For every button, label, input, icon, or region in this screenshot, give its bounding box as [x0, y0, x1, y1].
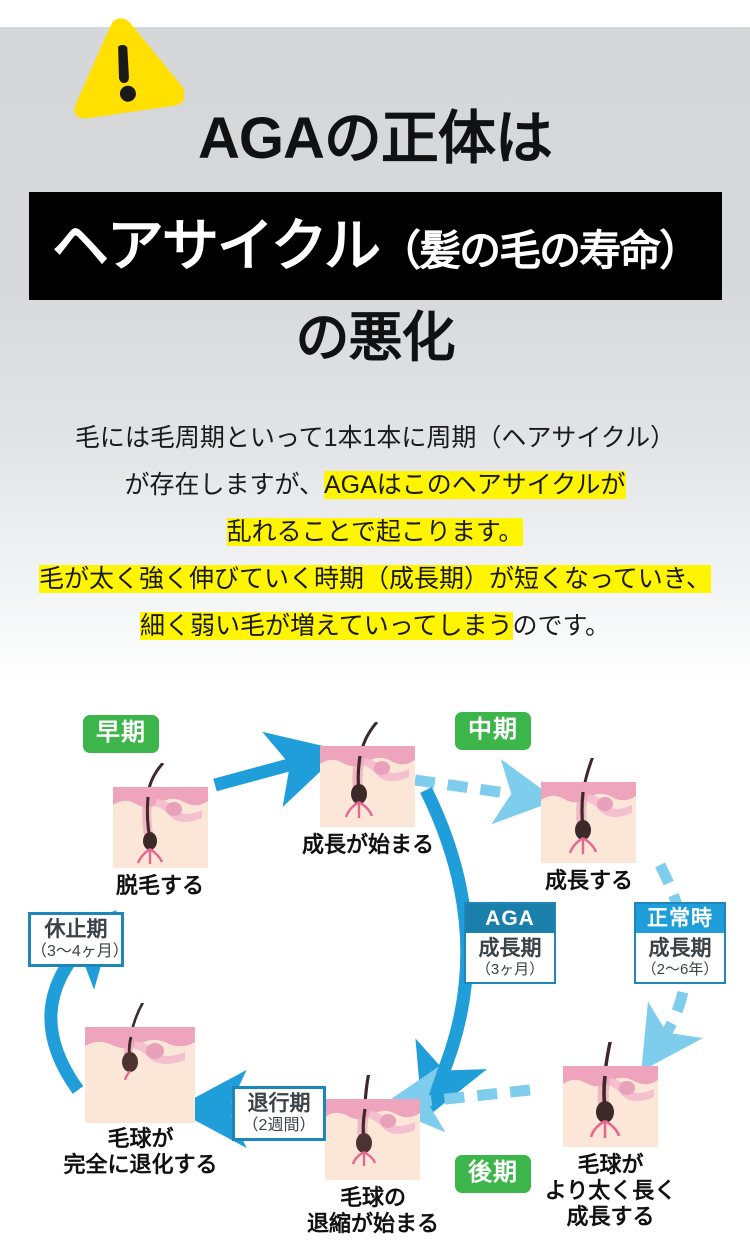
node-bulb-degenerated: 毛球が 完全に退化する [63, 1003, 218, 1177]
paragraph-line-2: が存在しますが、AGAはこのヘアサイクルが [0, 462, 750, 509]
node-thicker-longer: 毛球が より太く長く 成長する [545, 1042, 676, 1229]
caption-line: 成長する [566, 1204, 655, 1229]
paragraph-line-5: 細く弱い毛が増えていってしまうのです。 [0, 603, 750, 650]
paragraph-line-1: 毛には毛周期といって1本1本に周期（ヘアサイクル） [0, 415, 750, 462]
paragraph-highlight: 細く弱い毛が増えていってしまう [139, 612, 513, 640]
stage-badge-late: 後期 [455, 1155, 531, 1193]
node-growth-start-caption: 成長が始まる [301, 832, 434, 857]
follicle-shedding-icon [113, 763, 208, 868]
arrow-thick-to-shrink [380, 1066, 531, 1133]
paragraph-highlight: AGAはこのヘアサイクルが [323, 471, 626, 499]
caption-line: より太く長く [544, 1178, 677, 1203]
node-growing-caption: 成長する [544, 868, 633, 893]
follicle-growing-icon [541, 758, 636, 863]
phase-box-telogen: 休止期 （3〜4ヶ月） [28, 912, 129, 967]
arrow-growth-start-to-growing [414, 758, 558, 825]
paragraph-line-3: 乱れることで起こります。 [0, 509, 750, 556]
stage-badge-mid: 中期 [455, 712, 531, 750]
node-bulb-shrink-caption: 毛球の 退縮が始まる [293, 1185, 453, 1237]
headline-line-1: AGAの正体は [198, 106, 553, 171]
paragraph-text: 毛には毛周期といって1本1本に周期（ヘアサイクル） [74, 424, 676, 452]
node-bulb-degenerated-caption: 毛球が 完全に退化する [43, 1126, 238, 1178]
follicle-bulb-shrinking-icon [325, 1075, 420, 1180]
comparison-box-normal-header: 正常時 [636, 904, 724, 933]
node-shedding: 脱毛する [113, 763, 208, 898]
node-growing: 成長する [541, 758, 636, 893]
headline-line-2: ヘアサイクル（髪の毛の寿命） [29, 196, 722, 301]
phase-box-catagen-duration: （2週間） [242, 1117, 316, 1134]
arrow-shedding-to-growth-start [213, 731, 343, 808]
phase-box-telogen-title: 休止期 [44, 918, 108, 941]
node-bulb-shrink: 毛球の 退縮が始まる [307, 1075, 439, 1236]
caption-line: 毛球が [577, 1152, 644, 1177]
headline-black-band [29, 192, 722, 300]
phase-box-catagen: 退行期 （2週間） [232, 1086, 326, 1141]
paragraph-highlight: 毛が太く強く伸びていく時期（成長期）が短くなっていき、 [38, 565, 711, 593]
caption-line: 毛球が [107, 1126, 174, 1151]
paragraph-text: が存在しますが、 [124, 471, 324, 499]
comparison-box-aga-duration: （3ヶ月） [475, 961, 545, 978]
phase-box-catagen-title: 退行期 [247, 1092, 311, 1115]
paragraph-highlight: 乱れることで起こります。 [226, 518, 524, 546]
follicle-thick-long-icon [563, 1042, 658, 1147]
headline-line-2-sub: （髪の毛の寿命） [379, 227, 701, 274]
comparison-box-aga-phase: 成長期 [478, 937, 542, 960]
node-shedding-caption: 脱毛する [115, 873, 204, 898]
headline-line-3: の悪化 [295, 308, 456, 368]
comparison-box-aga: AGA 成長期 （3ヶ月） [464, 902, 556, 984]
caption-line: 退縮が始まる [306, 1211, 439, 1236]
hair-cycle-diagram: 早期 中期 後期 脱毛する [0, 690, 750, 1255]
caption-line: 毛球の [339, 1185, 406, 1210]
node-growth-start: 成長が始まる [302, 722, 434, 857]
body-paragraph: 毛には毛周期といって1本1本に周期（ヘアサイクル） が存在しますが、AGAはこのヘ… [0, 415, 750, 650]
node-thicker-longer-caption: 毛球が より太く長く 成長する [528, 1152, 693, 1230]
phase-box-telogen-duration: （3〜4ヶ月） [31, 943, 129, 960]
warning-triangle-exclamation-icon [64, 16, 184, 120]
comparison-box-normal-phase: 成長期 [648, 937, 712, 960]
stage-badge-early: 早期 [83, 715, 159, 753]
paragraph-line-4: 毛が太く強く伸びていく時期（成長期）が短くなっていき、 [0, 556, 750, 603]
follicle-degenerated-icon [85, 1003, 195, 1123]
caption-line: 完全に退化する [63, 1152, 218, 1177]
comparison-box-normal: 正常時 成長期 （2〜6年） [634, 902, 726, 984]
follicle-growth-start-icon [320, 722, 415, 827]
comparison-box-aga-header: AGA [466, 904, 554, 933]
paragraph-text: のです。 [512, 612, 611, 640]
comparison-box-normal-duration: （2〜6年） [641, 961, 719, 978]
headline-line-2-main: ヘアサイクル [51, 214, 381, 278]
